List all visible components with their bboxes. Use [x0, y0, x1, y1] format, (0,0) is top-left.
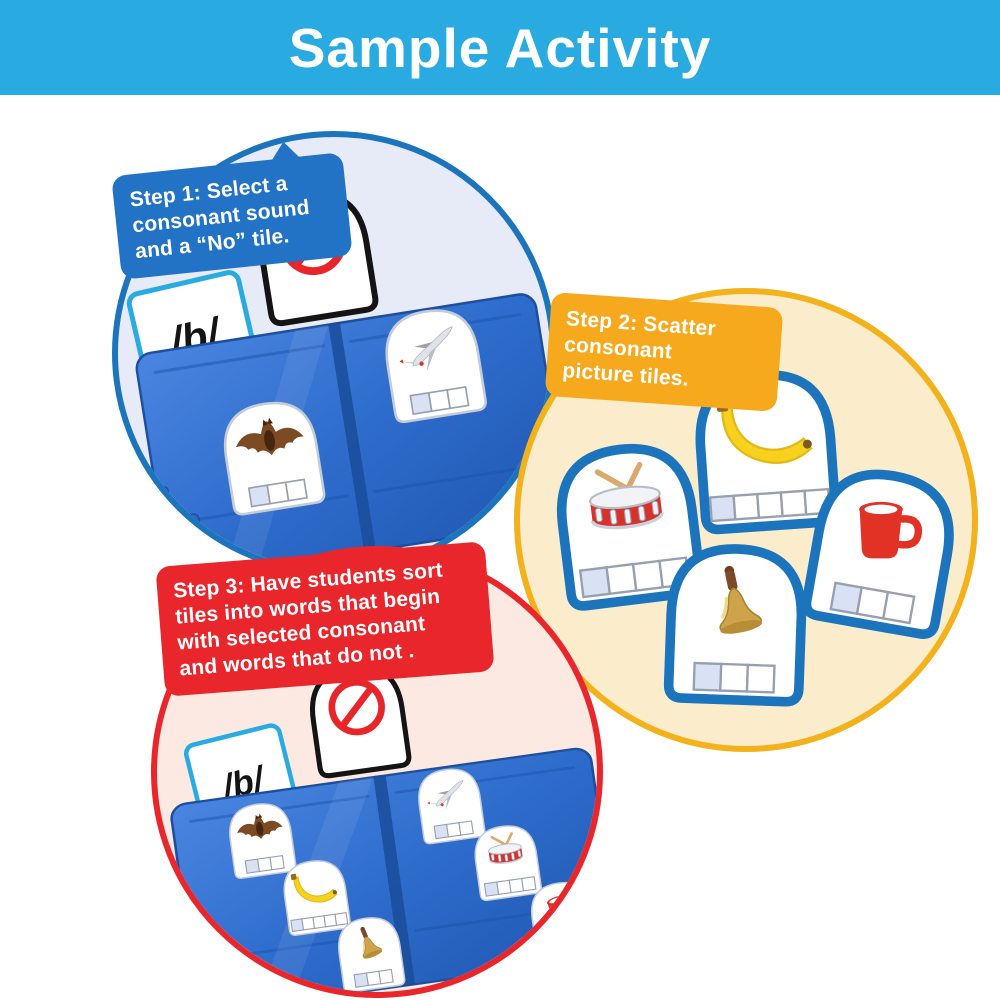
step1-label-text: Step 1: Select a consonant sound and a “…	[128, 172, 311, 264]
case-latch	[189, 944, 226, 965]
step3-scene: /b/	[168, 552, 597, 992]
case-latch	[160, 513, 201, 538]
step3-label-text: Step 3: Have students sort tiles into wo…	[172, 558, 444, 681]
step3-label: Step 3: Have students sort tiles into wo…	[155, 541, 495, 697]
sorting-case: /b/	[126, 163, 550, 569]
case-latch	[169, 917, 201, 940]
page-title: Sample Activity	[288, 16, 712, 79]
step1-scene: /b/	[126, 137, 550, 569]
step2-label: Step 2: Scatter consonant picture tiles.	[544, 292, 784, 413]
bell-tile	[668, 547, 803, 702]
sorting-case: /b/	[168, 637, 597, 992]
banner: Sample Activity	[0, 0, 1000, 95]
step2-label-text: Step 2: Scatter consonant picture tiles.	[561, 307, 717, 391]
case-latch	[137, 485, 171, 511]
